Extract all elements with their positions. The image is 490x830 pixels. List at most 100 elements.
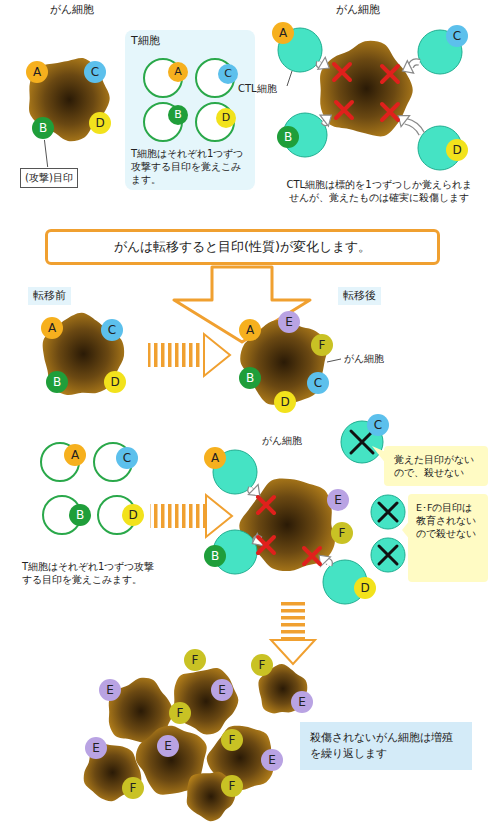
marker-letter: B xyxy=(211,550,219,562)
marker-letter: E xyxy=(106,684,114,696)
marker-circle: F xyxy=(221,729,243,751)
marker-circle: F xyxy=(169,702,191,724)
striped-arrow-body xyxy=(281,600,305,640)
marker-circle: A xyxy=(204,447,226,469)
caption-text: T細胞はそれぞれ1つずつ攻撃する目印を覚えこみます。 xyxy=(22,560,162,586)
section-label: 転移前 xyxy=(28,287,71,305)
ctl-cell xyxy=(278,28,322,72)
marker-letter: B xyxy=(53,376,61,388)
marker-circle: E xyxy=(291,691,313,713)
ctl-cell xyxy=(371,538,405,572)
attack-arrow xyxy=(405,121,421,134)
note-bubble-tail xyxy=(402,520,410,540)
caption-text: がん細胞 xyxy=(262,434,302,447)
attack-arrow xyxy=(410,62,419,67)
striped-arrow-body xyxy=(148,343,204,367)
marker-letter: D xyxy=(128,509,137,521)
marker-circle: C xyxy=(446,25,468,47)
marker-circle: C xyxy=(101,319,123,341)
marker-circle: B xyxy=(69,504,91,526)
marker-circle: F xyxy=(251,654,273,676)
marker-circle: D xyxy=(104,371,126,393)
marker-circle: A xyxy=(239,319,261,341)
marker-circle: A xyxy=(272,22,294,44)
caption-text: がん細胞 xyxy=(50,3,94,17)
marker-circle: B xyxy=(32,117,54,139)
attack-arrow xyxy=(410,62,419,67)
marker-circle: A xyxy=(41,317,63,339)
marker-circle: D xyxy=(446,139,468,161)
attack-arrowhead xyxy=(248,485,259,496)
box-text: がんは転移すると目印(性質)が変化します。 xyxy=(114,238,371,256)
cross-mark xyxy=(351,431,373,453)
cross-mark xyxy=(382,66,398,82)
marker-circle: D xyxy=(216,108,236,128)
note-bubble: 覚えた目印がないので、殺せない xyxy=(390,450,484,484)
marker-circle: C xyxy=(116,447,138,469)
ctl-cell xyxy=(283,113,327,157)
striped-arrow-body xyxy=(150,504,206,528)
marker-letter: C xyxy=(91,66,99,78)
attack-arrow xyxy=(405,121,421,134)
marker-circle: E xyxy=(85,737,107,759)
marker-letter: F xyxy=(192,654,199,666)
attack-arrowhead xyxy=(398,116,409,127)
leader-line xyxy=(287,71,292,86)
marker-letter: C xyxy=(374,419,382,431)
marker-letter: D xyxy=(280,396,289,408)
striped-arrow-head xyxy=(271,640,315,664)
down-arrow xyxy=(174,267,310,342)
striped-arrow-head xyxy=(204,334,230,376)
marker-circle: E xyxy=(211,679,233,701)
marker-letter: F xyxy=(130,782,137,794)
cancer-cell xyxy=(43,313,125,395)
marker-letter: B xyxy=(284,131,292,143)
marker-circle: B xyxy=(204,545,226,567)
ctl-cell xyxy=(418,30,462,74)
marker-circle: C xyxy=(218,64,238,84)
tcell-panel-shape xyxy=(125,30,255,190)
marker-circle: D xyxy=(122,504,144,526)
marker-letter: B xyxy=(174,108,182,122)
ctl-cell xyxy=(418,126,462,170)
marker-circle: A xyxy=(26,61,48,83)
section-label: 転移後 xyxy=(338,287,381,305)
marker-circle: B xyxy=(277,126,299,148)
caption-text: がん細胞 xyxy=(344,352,384,365)
marker-circle: E xyxy=(278,311,300,333)
cross-mark xyxy=(379,503,397,521)
marker-letter: C xyxy=(108,324,116,336)
marker-letter: B xyxy=(246,372,254,384)
marker-circle: B xyxy=(239,367,261,389)
tcell-panel-ground xyxy=(125,30,255,190)
attack-arrow xyxy=(325,561,329,565)
box-text: 殺傷されないがん細胞は増殖を繰り返します xyxy=(310,730,462,762)
marker-letter: F xyxy=(319,339,326,351)
marker-letter: E xyxy=(164,740,172,752)
marker-letter: A xyxy=(174,65,182,79)
note-bubble: E･Fの目印は教育されないので殺せない xyxy=(412,498,484,544)
marker-circle: F xyxy=(331,522,353,544)
marker-letter: C xyxy=(453,30,461,42)
cross-mark xyxy=(336,102,352,118)
marker-letter: B xyxy=(39,122,47,134)
marker-letter: F xyxy=(339,527,346,539)
marker-letter: E xyxy=(334,494,342,506)
marker-letter: E xyxy=(285,316,293,328)
cross-mark xyxy=(379,546,397,564)
box-text: E･Fの目印は教育されないので殺せない xyxy=(416,502,480,540)
marker-circle: C xyxy=(84,61,106,83)
banner-box: がんは転移すると目印(性質)が変化します。 xyxy=(45,229,440,265)
marker-letter: F xyxy=(229,734,236,746)
attack-arrowhead xyxy=(318,57,329,69)
marker-letter: A xyxy=(48,322,56,334)
ctl-cell xyxy=(371,495,405,529)
marker-letter: C xyxy=(314,377,322,389)
marker-letter: D xyxy=(452,144,461,156)
marker-letter: E xyxy=(92,742,100,754)
marker-circle: F xyxy=(184,649,206,671)
marker-label-box: (攻撃)目印 xyxy=(20,168,78,188)
marker-circle: E xyxy=(99,679,121,701)
